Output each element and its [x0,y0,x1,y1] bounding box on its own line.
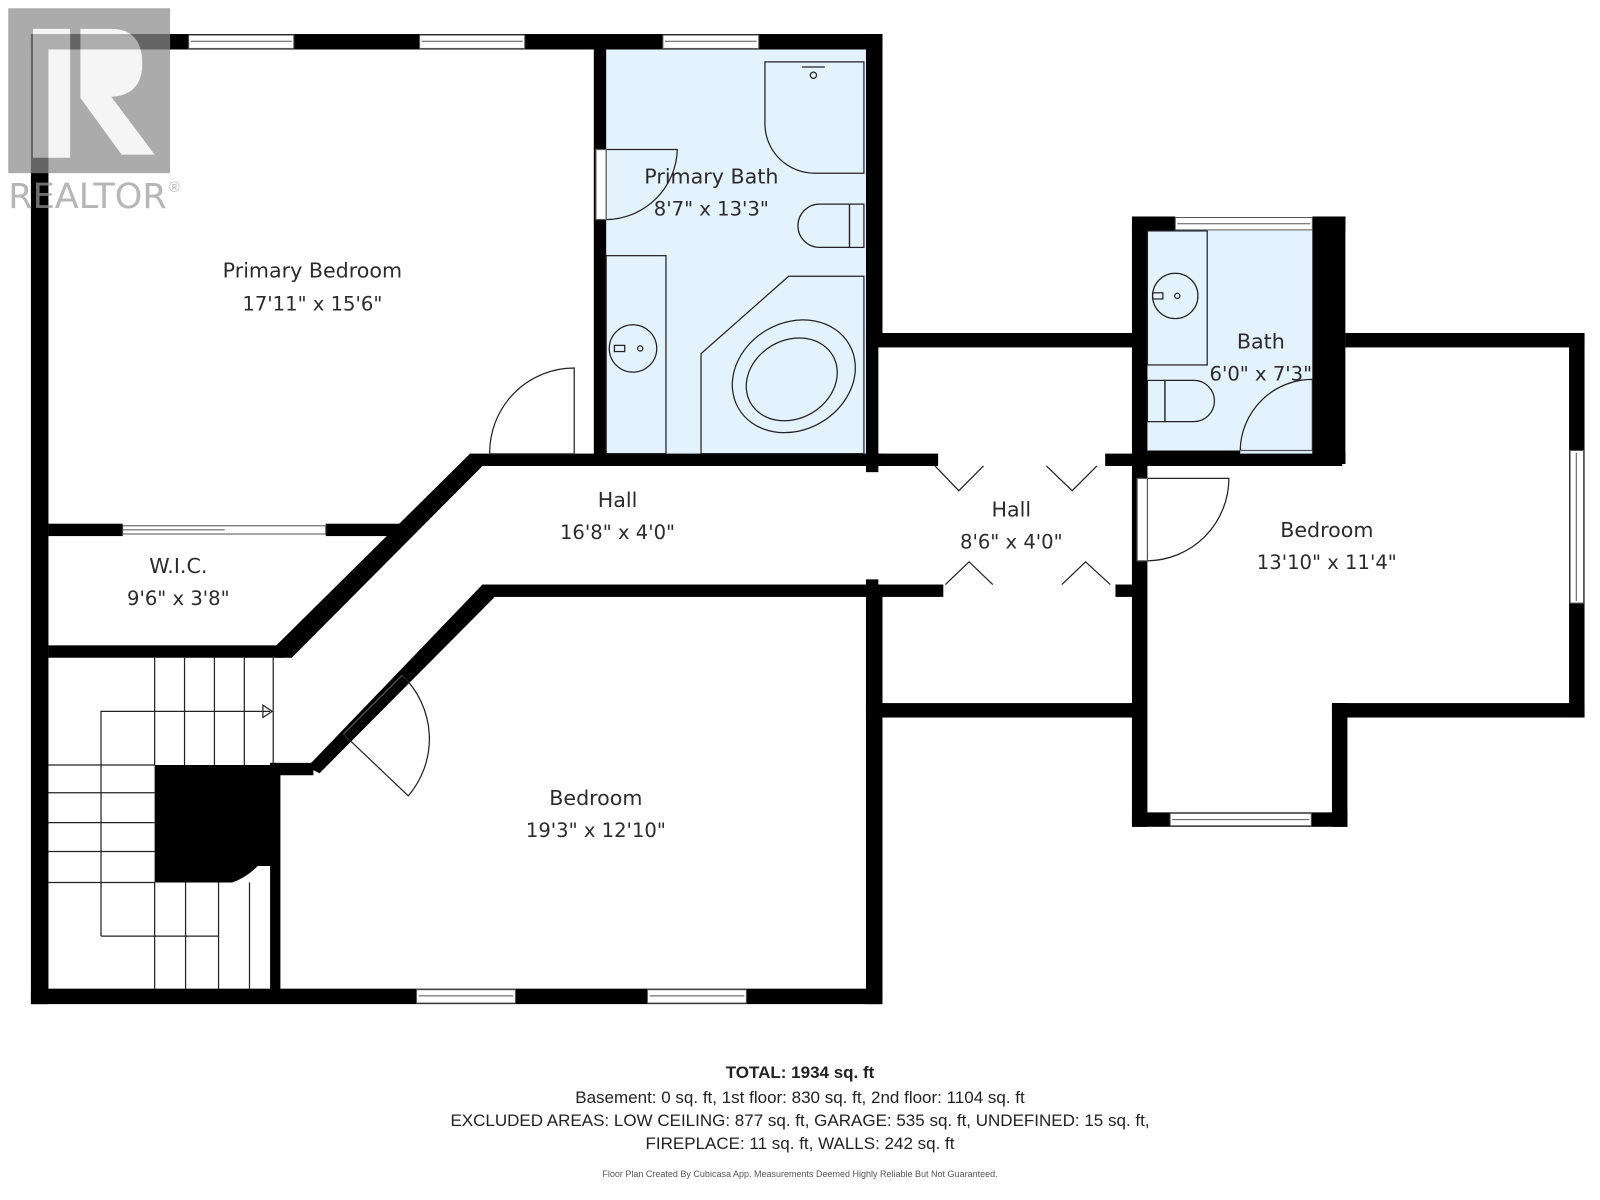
room-name: Primary Bedroom [223,258,402,282]
realtor-wordmark: REALTOR [8,176,167,217]
total-area: TOTAL: 1934 sq. ft [725,1063,875,1082]
room-hall-1: Hall 16'8" x 4'0" [560,488,675,544]
room-dimensions: 8'7" x 13'3" [654,197,769,220]
room-bedroom-bottom: Bedroom 19'3" x 12'10" [526,786,666,842]
excluded-areas-line-1: EXCLUDED AREAS: LOW CEILING: 877 sq. ft,… [450,1111,1150,1130]
room-dimensions: 8'6" x 4'0" [960,530,1063,553]
room-name: W.I.C. [149,554,207,578]
room-bath: Bath 6'0" x 7'3" [1210,329,1313,385]
room-dimensions: 6'0" x 7'3" [1210,362,1313,385]
fixtures [48,61,1216,989]
room-dimensions: 13'10" x 11'4" [1257,551,1397,574]
room-primary-bedroom: Primary Bedroom 17'11" x 15'6" [223,258,402,315]
doors [342,148,1313,797]
room-primary-bath: Primary Bath 8'7" x 13'3" [644,165,778,221]
room-dimensions: 19'3" x 12'10" [526,819,666,842]
room-bedroom-right: Bedroom 13'10" x 11'4" [1257,518,1397,574]
room-name: Hall [598,488,638,512]
realtor-logo: REALTOR ® [8,8,180,217]
windows [122,34,1585,1004]
room-name: Hall [992,497,1032,521]
credit-disclaimer: Floor Plan Created By Cubicasa App. Meas… [602,1169,998,1179]
room-dimensions: 9'6" x 3'8" [127,587,230,610]
room-name: Bedroom [549,786,642,810]
floor-breakdown: Basement: 0 sq. ft, 1st floor: 830 sq. f… [575,1088,1025,1107]
bath-floor [1147,230,1313,454]
room-wic: W.I.C. 9'6" x 3'8" [127,554,230,610]
room-dimensions: 17'11" x 15'6" [242,292,382,315]
registered-mark: ® [169,180,180,196]
room-name: Primary Bath [644,165,778,189]
excluded-areas-line-2: FIREPLACE: 11 sq. ft, WALLS: 242 sq. ft [645,1134,955,1153]
room-name: Bath [1237,329,1285,353]
room-dimensions: 16'8" x 4'0" [560,521,675,544]
primary-bath-floor [606,48,866,454]
room-name: Bedroom [1280,518,1373,542]
room-hall-2: Hall 8'6" x 4'0" [960,497,1063,553]
